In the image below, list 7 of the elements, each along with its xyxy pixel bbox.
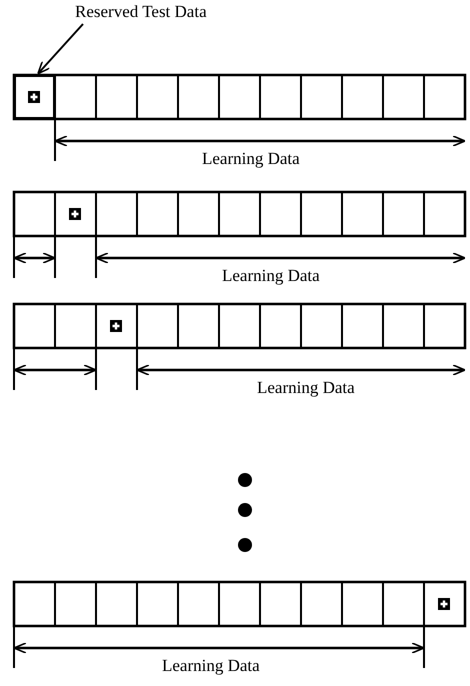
leader-line: [37, 23, 84, 75]
dimension-label: Learning Data: [162, 656, 260, 676]
callout-text: Reserved Test Data: [75, 2, 207, 22]
dimension-label: Learning Data: [222, 266, 320, 286]
dimension-label: Learning Data: [202, 149, 300, 169]
test-data-cell: [14, 75, 55, 119]
dimension-label: Learning Data: [257, 378, 355, 398]
